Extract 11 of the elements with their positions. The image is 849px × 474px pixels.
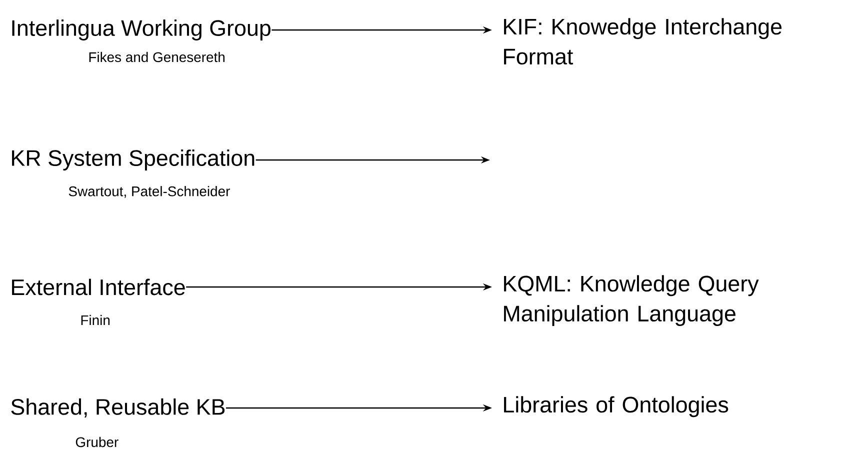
author-text: Fikes and Genesereth (89, 52, 225, 62)
author-text: Finin (81, 314, 110, 326)
label-text: Interlingua Working Group (12, 20, 270, 40)
label-text: Shared, Reusable KB (11, 398, 225, 418)
label-text: KIF: Knowedge Interchange Format (504, 18, 782, 65)
label-text: KR System Specification (12, 150, 254, 170)
author-text: Gruber (76, 436, 118, 448)
author-text: Swartout, Patel-Schneider (68, 186, 230, 198)
label-text: KQML: Knowledge Query Manipulation Language (504, 275, 759, 326)
label-text: External Interface (12, 278, 185, 296)
label-text: Libraries of Ontologies (504, 396, 728, 418)
